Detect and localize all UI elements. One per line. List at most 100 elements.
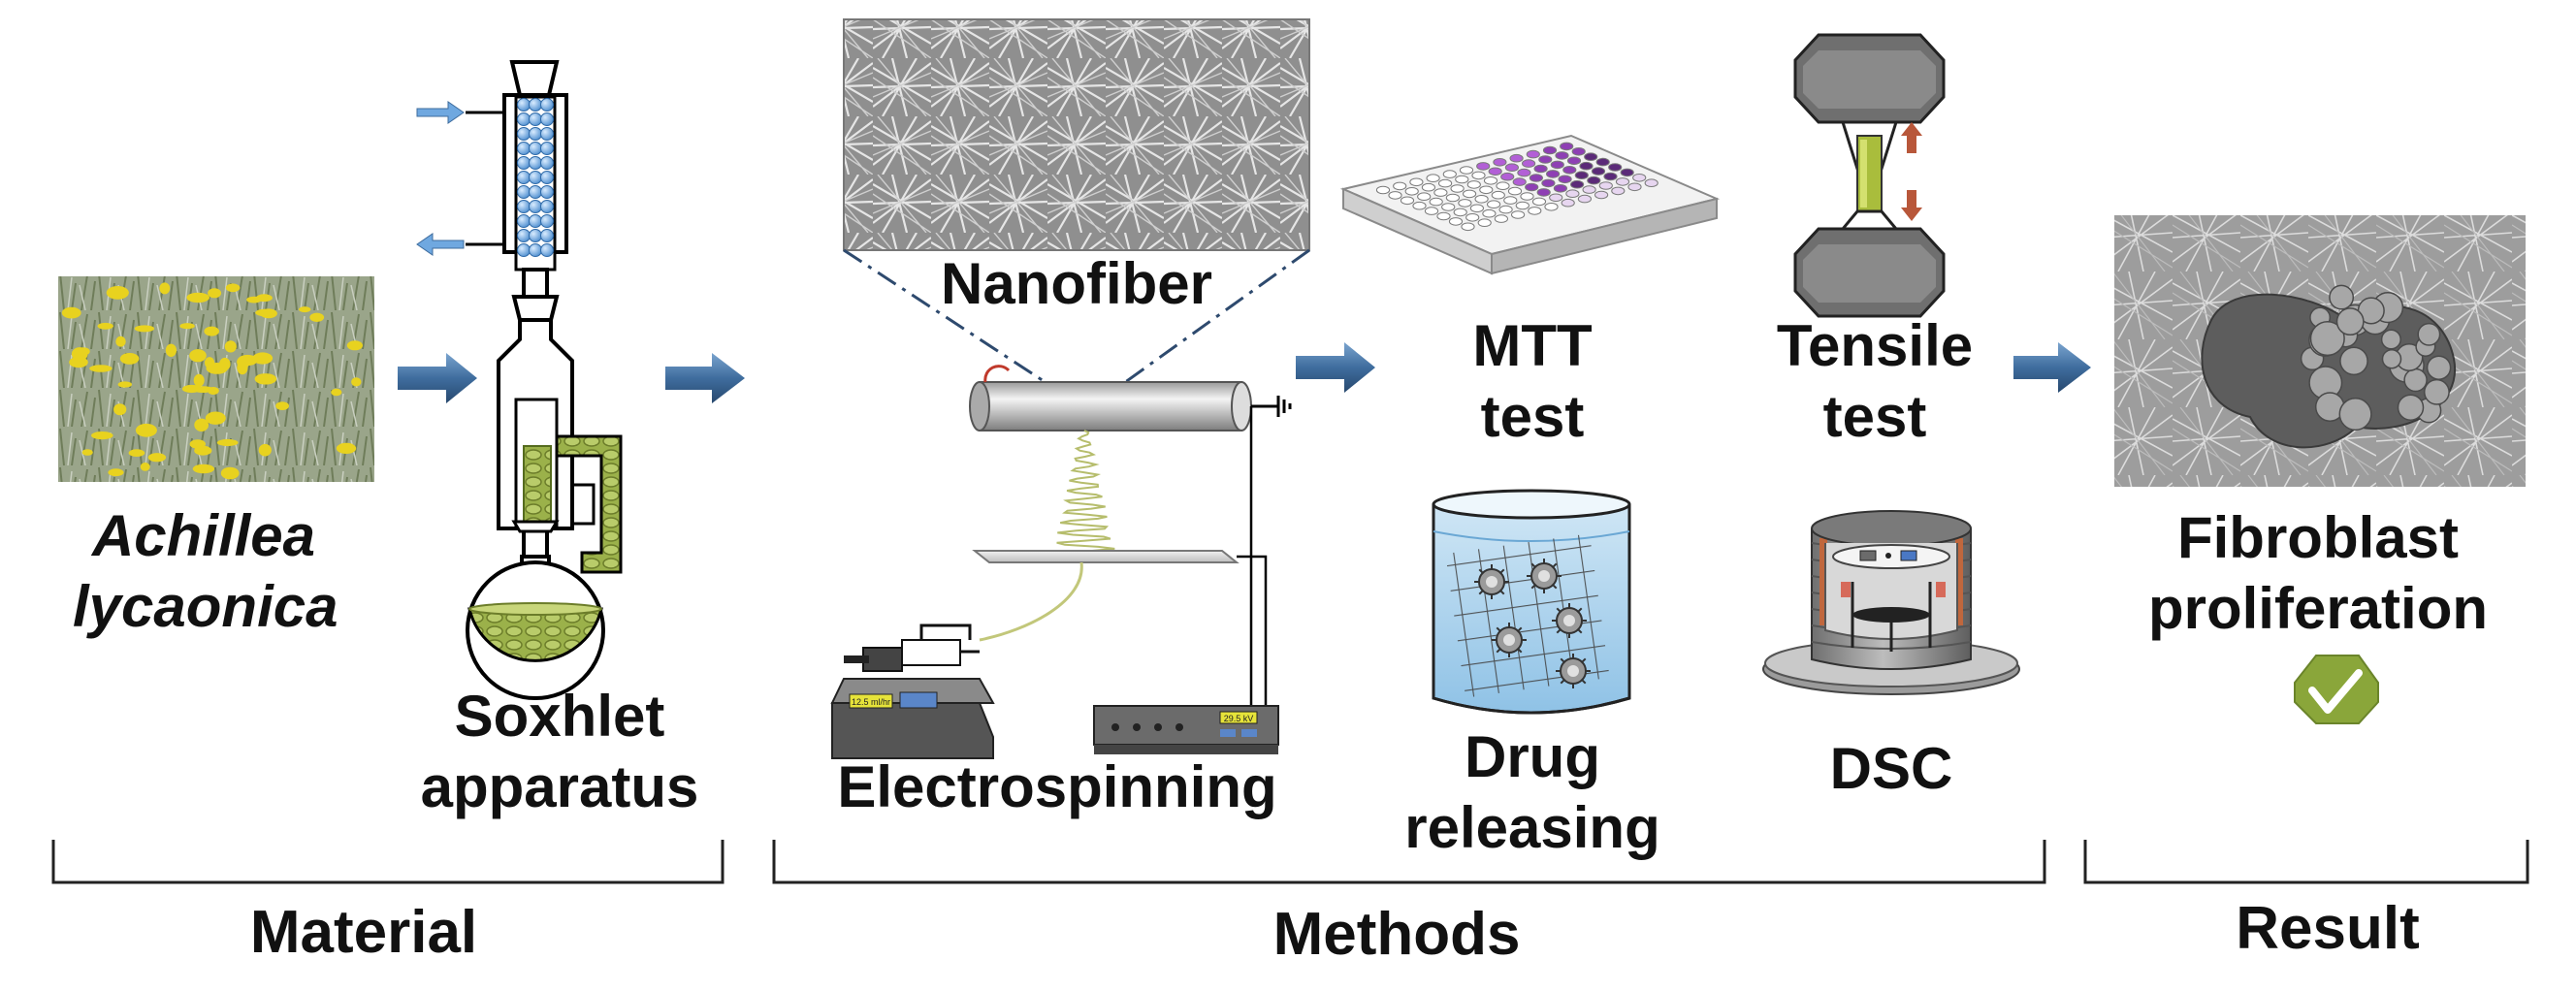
soxhlet-line-1: Soxhlet [454, 684, 665, 749]
flower [110, 287, 121, 294]
well [1562, 166, 1577, 175]
electrospinning-label: Electrospinning [815, 751, 1300, 822]
drug-particle-spike [1576, 627, 1583, 634]
flower [97, 322, 113, 330]
flower [237, 361, 248, 375]
mtt-line-2: test [1480, 384, 1585, 450]
well [1436, 211, 1451, 221]
well [1474, 195, 1489, 204]
well [1512, 177, 1527, 186]
drug-particle-spike [1560, 657, 1566, 664]
flower [252, 352, 274, 365]
flower [299, 306, 311, 313]
mtt-well-plate-illustration [1339, 134, 1721, 275]
condenser-bead [540, 98, 554, 112]
drug-particles [1474, 559, 1591, 688]
supply-display-text: 29.5 kV [1224, 714, 1254, 723]
well [1627, 182, 1642, 192]
flow-arrows [398, 342, 2091, 403]
flower [61, 306, 81, 319]
flower [113, 403, 127, 416]
mtt-label: MTT test [1426, 310, 1639, 452]
well [1448, 217, 1464, 226]
cell-blob [2417, 322, 2441, 346]
condenser-bead [529, 127, 542, 141]
well [1565, 189, 1580, 198]
well [1488, 167, 1502, 176]
flower [192, 386, 214, 393]
well [1615, 177, 1630, 186]
condenser-bead [517, 171, 531, 184]
flower [108, 468, 124, 477]
flower [254, 373, 277, 385]
condenser-bead [529, 98, 542, 112]
cell-blob [2380, 329, 2401, 350]
well [1465, 213, 1480, 222]
flower [117, 381, 132, 388]
well [1531, 197, 1547, 207]
drug-line-1: Drug [1465, 724, 1600, 789]
section-methods-label: Methods [1261, 898, 1532, 972]
flower [71, 347, 88, 362]
flower [224, 340, 237, 353]
well [1546, 170, 1561, 178]
flower [128, 449, 145, 457]
soxhlet-apparatus-illustration [416, 60, 623, 700]
cell-blob [2335, 307, 2365, 336]
well [1424, 207, 1439, 215]
well [1455, 175, 1469, 184]
flower [275, 401, 289, 410]
condenser-bead [529, 200, 542, 213]
drug-line-2: releasing [1404, 795, 1660, 861]
well [1487, 200, 1501, 208]
well [1526, 149, 1540, 159]
flower [192, 464, 215, 474]
tensile-line-1: Tensile [1776, 313, 1974, 378]
flower [206, 363, 228, 374]
well [1608, 163, 1623, 172]
drug-release-beaker-illustration [1432, 489, 1631, 715]
flower [119, 353, 140, 365]
section-material-label: Material [242, 896, 485, 970]
fiber-jet-spiral [1056, 430, 1115, 552]
well [1570, 179, 1585, 189]
condenser-bead [517, 243, 531, 257]
well [1458, 199, 1472, 208]
fibroblast-sem-image [2114, 215, 2526, 487]
condenser-bead [540, 229, 554, 242]
well [1584, 152, 1598, 161]
well [1445, 193, 1461, 203]
well [1429, 197, 1443, 207]
flower [205, 411, 226, 425]
well [1450, 184, 1465, 193]
flower [346, 340, 363, 351]
arrow-right-icon [1296, 342, 1375, 393]
well [1496, 181, 1510, 190]
syringe-pump: 12.5 ml/hr [830, 623, 995, 759]
flower [134, 325, 155, 333]
drug-particle-spike [1496, 647, 1502, 654]
cell-blob [2381, 348, 2402, 369]
cell-blob [2338, 398, 2372, 432]
well [1509, 153, 1524, 163]
well [1541, 178, 1556, 188]
check-badge-icon [2294, 655, 2379, 724]
drug-particle-spike [1498, 568, 1505, 575]
well [1515, 201, 1530, 210]
well [1587, 176, 1601, 185]
well [1566, 156, 1582, 166]
drug-particle-core [1563, 615, 1575, 626]
well [1477, 218, 1492, 227]
well [1479, 185, 1494, 195]
flower [194, 418, 209, 432]
drug-particle-core [1538, 570, 1550, 582]
well [1469, 204, 1485, 213]
pump-display-text: 12.5 ml/hr [852, 697, 890, 707]
tensile-line-2: test [1822, 384, 1927, 450]
well [1603, 172, 1618, 181]
methods-text: Methods [1272, 901, 1521, 968]
well [1483, 176, 1498, 185]
well [1507, 186, 1523, 196]
flower [91, 432, 113, 440]
well [1611, 186, 1626, 196]
